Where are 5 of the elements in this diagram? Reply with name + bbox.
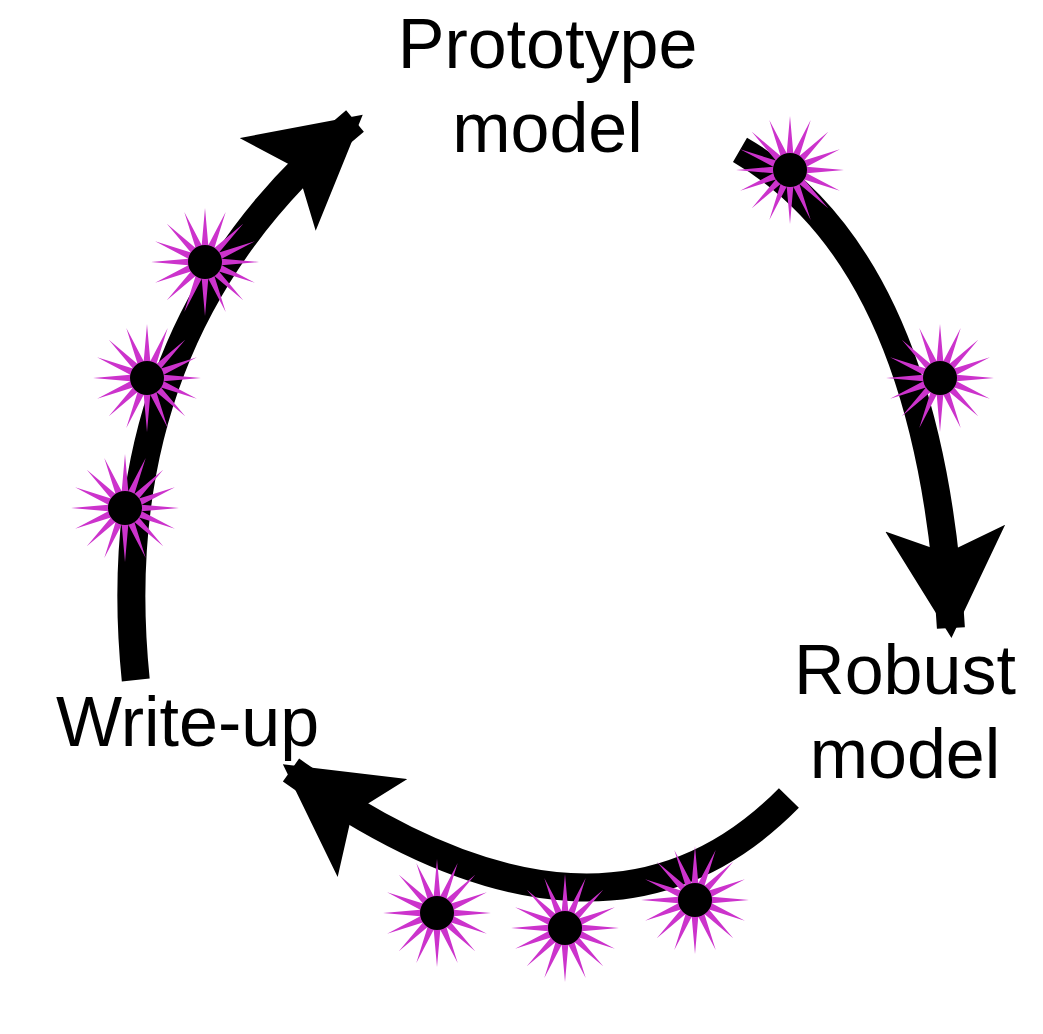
curved-arrow [282,758,799,901]
curved-arrow [117,110,365,681]
node-label: Prototype model [355,2,740,172]
node-label: Robust model [770,628,1040,798]
node-label: Write-up [15,680,360,770]
